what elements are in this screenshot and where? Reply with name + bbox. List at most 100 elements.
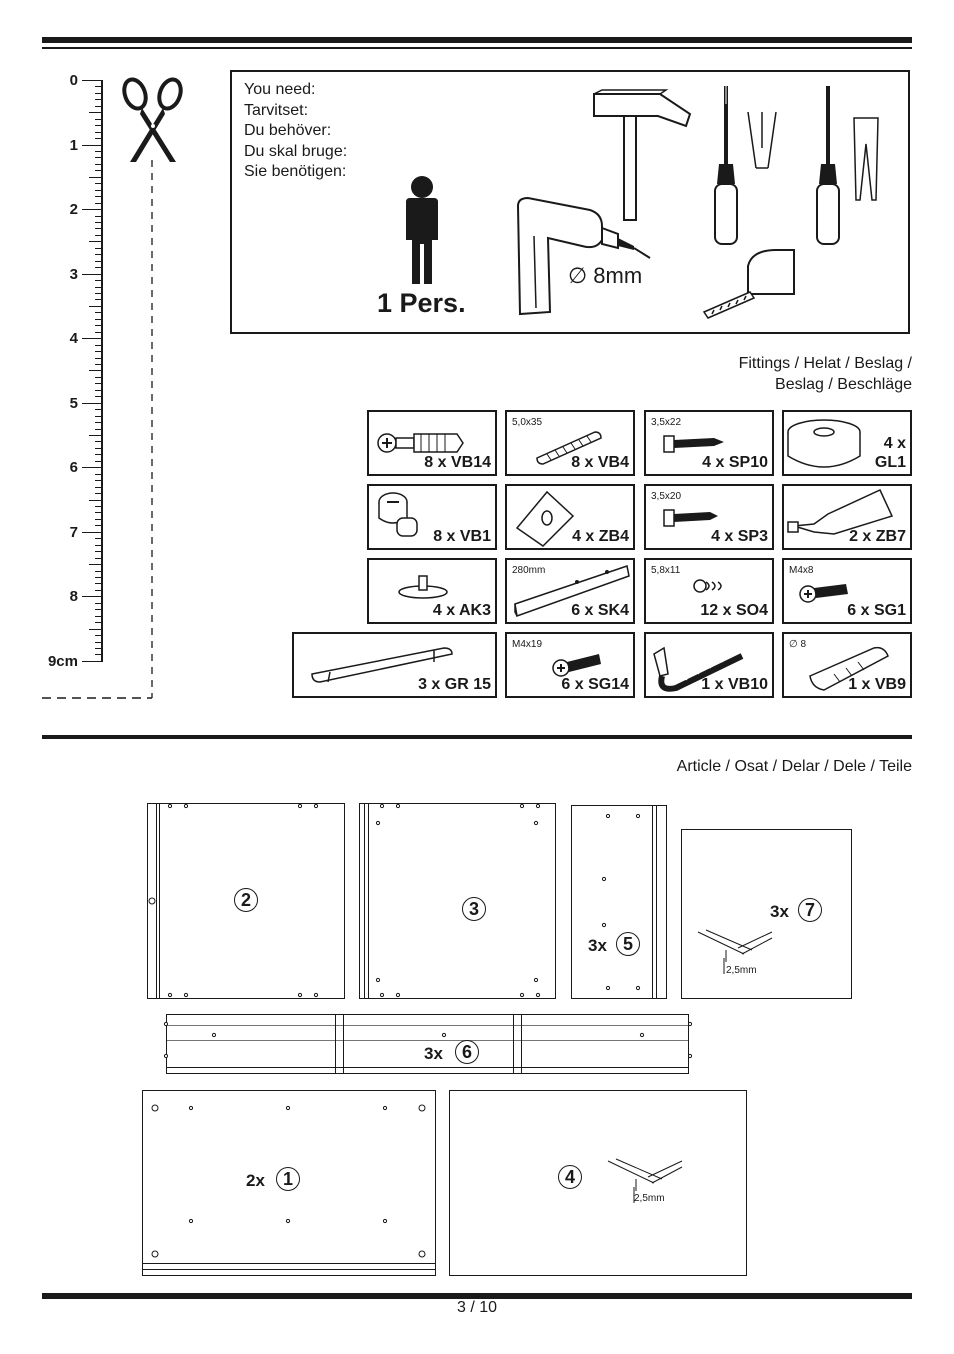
part-2-panel: 2 bbox=[147, 803, 345, 999]
fitting-gr15: 3 x GR 15 bbox=[292, 632, 497, 698]
you-need-line: Tarvitset: bbox=[244, 101, 309, 119]
fitting-label: 8 x VB14 bbox=[424, 454, 491, 471]
fittings-title-line2: Beslag / Beschläge bbox=[775, 376, 912, 393]
phillips-screwdriver-icon bbox=[714, 86, 738, 245]
ruler-tick bbox=[95, 622, 103, 624]
part-number: 7 bbox=[798, 898, 822, 922]
fitting-vb4: 5,0x35 8 x VB4 bbox=[505, 410, 635, 476]
ruler-tick bbox=[82, 660, 102, 662]
fitting-label: 1 x VB10 bbox=[701, 676, 768, 693]
person-icon bbox=[406, 176, 438, 284]
wood-screw-icon bbox=[663, 509, 718, 527]
ruler-tick bbox=[95, 512, 103, 514]
you-need-line: You need: bbox=[244, 81, 316, 98]
groove-detail-icon bbox=[697, 929, 773, 974]
fitting-label: 1 x VB9 bbox=[848, 676, 906, 693]
ruler-tick bbox=[95, 312, 103, 314]
ruler-label-4: 4 bbox=[69, 330, 78, 347]
fitting-label: 4 x SP10 bbox=[702, 454, 768, 471]
flat-screwdriver-icon bbox=[816, 86, 840, 245]
part-quantity: 3x bbox=[588, 936, 607, 955]
ruler-tick bbox=[95, 170, 103, 172]
part-number: 4 bbox=[558, 1165, 582, 1189]
ruler-tick bbox=[95, 641, 103, 643]
part-number: 1 bbox=[276, 1167, 300, 1191]
ruler-tick bbox=[95, 138, 103, 140]
ruler-label-6: 6 bbox=[69, 459, 78, 476]
you-need-line: Du behöver: bbox=[244, 122, 332, 139]
ruler-tick bbox=[95, 577, 103, 579]
cam-lock-icon bbox=[378, 492, 418, 537]
ruler-tick bbox=[95, 325, 103, 327]
ruler-tick bbox=[95, 286, 103, 288]
corner-bracket-icon bbox=[515, 490, 575, 547]
fitting-label: 4 x AK3 bbox=[432, 602, 491, 619]
short-screw-icon bbox=[693, 579, 722, 593]
fitting-size: 280mm bbox=[512, 565, 546, 576]
fitting-label: 4 x SP3 bbox=[711, 528, 768, 545]
ruler-tick bbox=[95, 409, 103, 411]
part-quantity: 2x bbox=[246, 1171, 265, 1190]
ruler-tick bbox=[95, 331, 103, 333]
ruler-tick bbox=[95, 92, 103, 94]
ruler-tick bbox=[95, 215, 103, 217]
top-rule-thick bbox=[42, 37, 912, 43]
you-need-line: Du skal bruge: bbox=[244, 142, 348, 160]
ruler-tick bbox=[95, 228, 103, 230]
shelf-support-icon bbox=[398, 575, 448, 599]
ruler-tick bbox=[95, 589, 103, 591]
ruler-tick bbox=[95, 183, 103, 185]
tools-needed-box bbox=[230, 70, 910, 334]
fitting-sg14: M4x19 6 x SG14 bbox=[505, 632, 635, 698]
ruler-tick bbox=[95, 525, 103, 527]
hook-screw-icon bbox=[653, 646, 744, 692]
glide-foot-icon bbox=[787, 419, 861, 468]
ruler-tick bbox=[95, 473, 103, 475]
fittings-title: Fittings / Helat / Beslag / Beslag / Bes… bbox=[739, 353, 912, 395]
groove-depth-label: 2,5mm bbox=[634, 1193, 665, 1204]
fitting-size: 5,0x35 bbox=[512, 417, 543, 428]
ruler-tick bbox=[95, 189, 103, 191]
fitting-vb10: 1 x VB10 bbox=[644, 632, 774, 698]
part-3-panel: 3 bbox=[359, 803, 556, 999]
ruler-tick bbox=[95, 615, 103, 617]
fitting-sp10: 3,5x22 4 x SP10 bbox=[644, 410, 774, 476]
fitting-size: ∅ 8 bbox=[789, 639, 807, 650]
ruler-tick bbox=[95, 428, 103, 430]
fitting-label: 4 x GL1 bbox=[874, 435, 906, 471]
ruler-tick bbox=[95, 493, 103, 495]
ruler-tick bbox=[89, 370, 103, 372]
ruler-tick bbox=[95, 247, 103, 249]
part-number: 5 bbox=[616, 932, 640, 956]
ruler-tick bbox=[95, 260, 103, 262]
ruler-label-5: 5 bbox=[69, 395, 78, 412]
drill-icon bbox=[516, 196, 651, 316]
ruler-tick bbox=[95, 544, 103, 546]
drawer-runner-icon bbox=[514, 565, 630, 618]
screwdriver-tip-detail-icon bbox=[853, 117, 879, 201]
cam-bolt-icon bbox=[377, 433, 464, 453]
machine-screw-icon bbox=[552, 654, 601, 677]
ruler-tick bbox=[95, 118, 103, 120]
fitting-label: 8 x VB1 bbox=[433, 528, 491, 545]
ruler-label-8: 8 bbox=[69, 588, 78, 605]
handle-icon bbox=[311, 647, 453, 683]
fitting-vb14: 8 x VB14 bbox=[367, 410, 497, 476]
ruler-tick bbox=[89, 564, 103, 566]
part-1-panel: 2x 1 bbox=[142, 1090, 436, 1276]
ruler-tick bbox=[82, 80, 102, 81]
ruler-label-3: 3 bbox=[69, 266, 78, 283]
ruler-tick bbox=[95, 480, 103, 482]
ruler-tick bbox=[89, 176, 103, 178]
ruler-tick bbox=[95, 518, 103, 520]
you-need-text: You need: Tarvitset: Du behöver: Du skal… bbox=[244, 80, 347, 183]
groove-depth-label: 2,5mm bbox=[726, 965, 757, 976]
ruler-tick bbox=[95, 447, 103, 449]
ruler-tick bbox=[95, 125, 103, 127]
ruler-tick bbox=[95, 364, 103, 366]
page-number: 3 / 10 bbox=[456, 1299, 498, 1316]
ruler-tick bbox=[95, 441, 103, 443]
ruler-tick bbox=[95, 202, 103, 204]
drill-size-label: ∅ 8mm bbox=[568, 263, 643, 288]
screwdriver-tip-detail-icon bbox=[747, 111, 777, 169]
